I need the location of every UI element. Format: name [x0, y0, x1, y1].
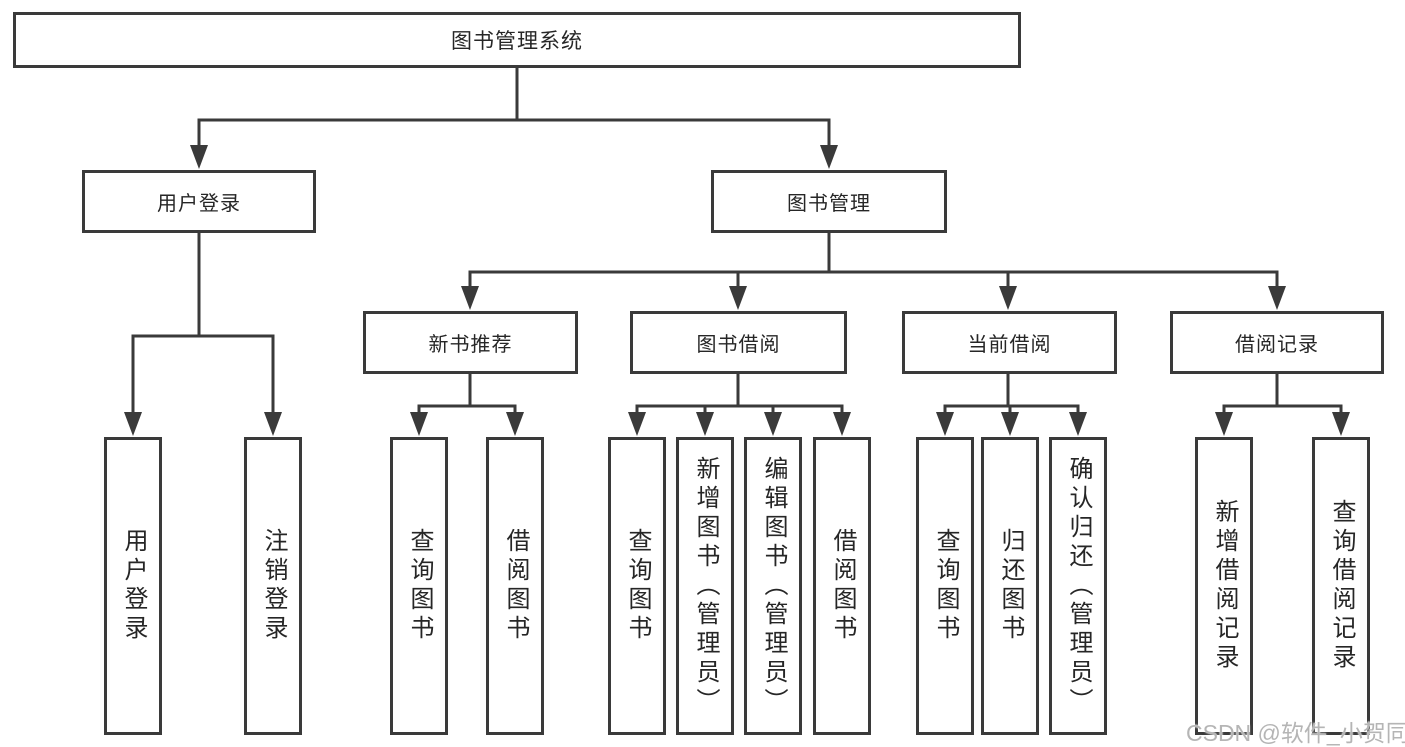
leaf-edit-book-admin: 编辑图书（管理员） [744, 437, 802, 735]
node-current-borrowing: 当前借阅 [902, 311, 1117, 374]
node-book-borrowing: 图书借阅 [630, 311, 847, 374]
leaf-confirm-return-admin: 确认归还（管理员） [1049, 437, 1107, 735]
leaf-query-books-1: 查询图书 [390, 437, 448, 735]
leaf-add-borrow-record: 新增借阅记录 [1195, 437, 1253, 735]
leaf-query-books-2: 查询图书 [608, 437, 666, 735]
node-book-management: 图书管理 [711, 170, 947, 233]
leaf-add-book-admin: 新增图书（管理员） [676, 437, 734, 735]
node-user-login: 用户登录 [82, 170, 316, 233]
node-library-system: 图书管理系统 [13, 12, 1021, 68]
leaf-logout: 注销登录 [244, 437, 302, 735]
leaf-return-book: 归还图书 [981, 437, 1039, 735]
leaf-borrow-books-2: 借阅图书 [813, 437, 871, 735]
leaf-query-books-3: 查询图书 [916, 437, 974, 735]
arrowheads [124, 145, 1350, 436]
leaf-query-borrow-record: 查询借阅记录 [1312, 437, 1370, 735]
csdn-watermark: CSDN @软件_小贺同学 [1186, 720, 1405, 746]
node-new-book-recommend: 新书推荐 [363, 311, 578, 374]
node-borrow-records: 借阅记录 [1170, 311, 1384, 374]
leaf-borrow-books-1: 借阅图书 [486, 437, 544, 735]
leaf-user-login: 用户登录 [104, 437, 162, 735]
